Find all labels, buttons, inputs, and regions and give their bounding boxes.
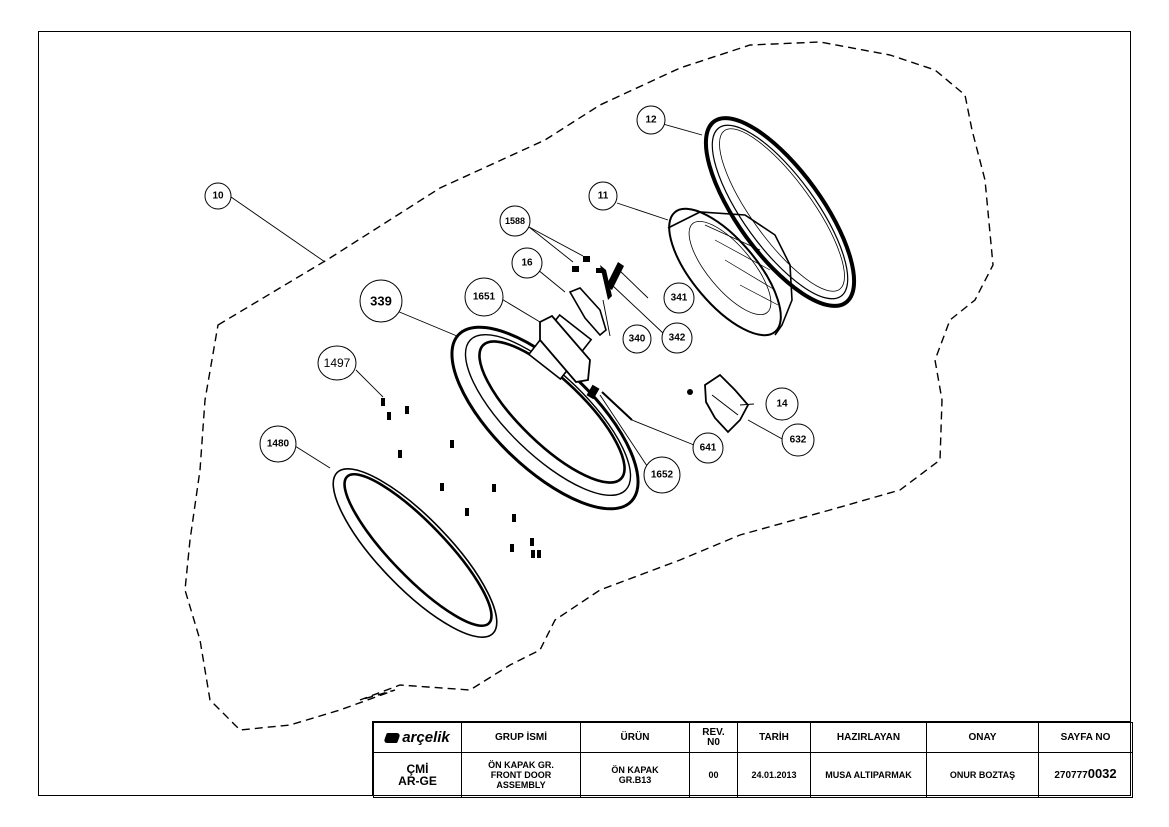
svg-text:14: 14	[776, 399, 788, 410]
part-1497-screws	[381, 398, 541, 558]
callout-1652: 1652	[643, 456, 681, 494]
header-page-no: SAYFA NO	[1038, 722, 1133, 753]
part-1651-bracket	[539, 314, 591, 383]
callout-12: 12	[636, 105, 666, 135]
svg-text:12: 12	[645, 115, 657, 126]
callout-10: 10	[204, 182, 232, 210]
callout-1588: 1588	[499, 205, 531, 237]
svg-text:11: 11	[598, 191, 609, 202]
page-no-value: 2707770032	[1038, 752, 1133, 798]
callout-341: 341	[663, 282, 695, 314]
svg-text:16: 16	[521, 258, 533, 269]
date-value: 24.01.2013	[737, 752, 811, 798]
callout-1651: 1651	[464, 277, 504, 317]
callout-16: 16	[511, 247, 543, 279]
header-product: ÜRÜN	[580, 722, 690, 753]
header-rev: REV.N0	[689, 722, 738, 753]
header-prepared-by: HAZIRLAYAN	[810, 722, 927, 753]
title-block: arçelik GRUP İSMİ ÜRÜN REV.N0 TARİH HAZI…	[372, 721, 1133, 798]
callout-641: 641	[692, 432, 724, 464]
callout-632: 632	[781, 423, 815, 457]
part-641-rod	[601, 391, 633, 421]
part-11-door-glass	[667, 207, 793, 337]
svg-text:1480: 1480	[267, 439, 290, 450]
callout-340: 340	[622, 324, 652, 354]
svg-text:342: 342	[669, 333, 686, 344]
leader-lines	[230, 123, 785, 476]
part-340-341-342-latch-parts	[596, 262, 624, 300]
part-14-hinge	[687, 373, 750, 434]
svg-text:10: 10	[212, 191, 224, 202]
callout-11: 11	[588, 181, 618, 211]
approved-by-value: ONUR BOZTAŞ	[926, 752, 1039, 798]
prepared-by-value: MUSA ALTIPARMAK	[810, 752, 927, 798]
svg-text:341: 341	[671, 293, 688, 304]
svg-text:1497: 1497	[324, 356, 351, 370]
callout-14: 14	[765, 387, 799, 421]
part-16-latch	[568, 287, 607, 337]
part-12-outer-ring	[703, 116, 857, 308]
svg-text:339: 339	[370, 294, 392, 309]
rev-value: 00	[689, 752, 738, 798]
svg-text:641: 641	[700, 443, 717, 454]
svg-text:1588: 1588	[505, 216, 525, 226]
svg-text:340: 340	[629, 334, 646, 345]
callout-339: 339	[359, 279, 403, 323]
assembly-boundary	[184, 41, 994, 731]
svg-text:1652: 1652	[651, 470, 674, 481]
header-group-name: GRUP İSMİ	[461, 722, 581, 753]
callout-342: 342	[661, 322, 693, 354]
callout-1497: 1497	[317, 345, 357, 381]
header-date: TARİH	[737, 722, 811, 753]
logo-mark-icon	[383, 732, 402, 743]
company-logo: arçelik	[373, 722, 462, 753]
callout-1480: 1480	[259, 425, 297, 463]
part-1588-pins	[572, 256, 590, 272]
header-approved-by: ONAY	[926, 722, 1039, 753]
part-1652-insert	[586, 384, 600, 400]
svg-text:1651: 1651	[473, 292, 496, 303]
svg-text:632: 632	[790, 435, 807, 446]
part-1480-trim-ring	[332, 468, 498, 638]
